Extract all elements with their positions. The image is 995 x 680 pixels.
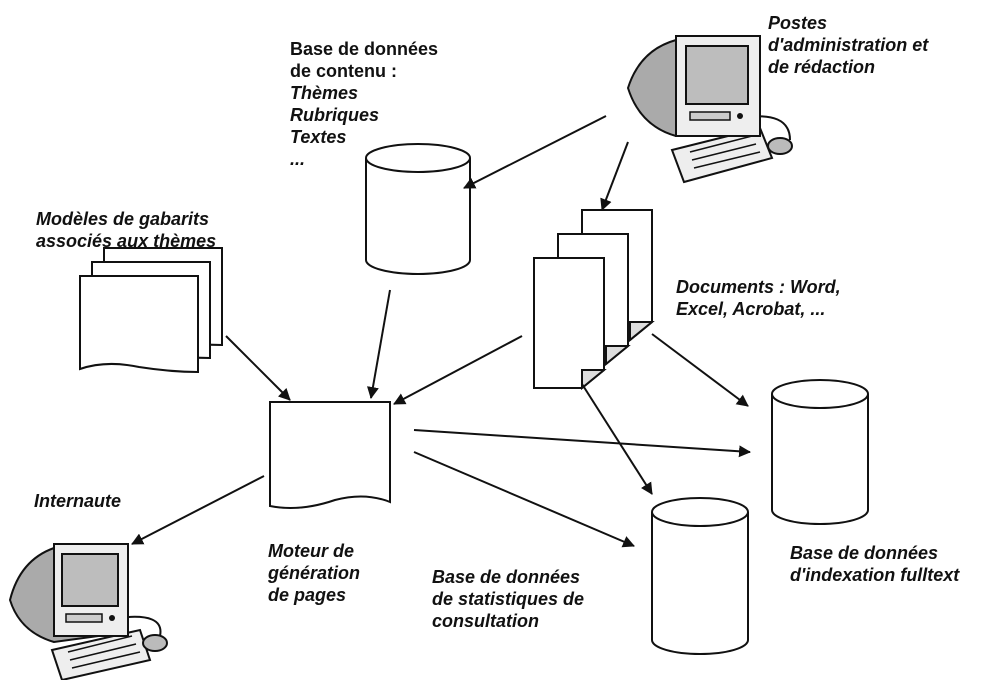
arrow-documents-to-stats-db bbox=[581, 383, 653, 495]
stats-db-line: de statistiques de bbox=[432, 589, 585, 609]
arrow-content-db-to-engine bbox=[366, 289, 391, 399]
documents-line: Excel, Acrobat, ... bbox=[676, 299, 826, 319]
documents-line: Documents : Word, bbox=[676, 277, 841, 297]
content-db-title-line1: Base de données bbox=[290, 39, 439, 59]
engine-line: de pages bbox=[268, 585, 347, 605]
templates-label: Modèles de gabarits associés aux thèmes bbox=[36, 208, 216, 252]
templates-line: Modèles de gabarits bbox=[36, 209, 210, 229]
user-label: Internaute bbox=[34, 490, 121, 512]
admin-computer-icon bbox=[626, 34, 793, 184]
content-db-item: Rubriques bbox=[290, 105, 380, 125]
admin-stations-line: de rédaction bbox=[768, 57, 876, 77]
arrow-documents-to-engine bbox=[393, 335, 523, 405]
stats-db-label: Base de données de statistiques de consu… bbox=[432, 566, 584, 632]
index-db-line: d'indexation fulltext bbox=[790, 565, 960, 585]
documents-stack bbox=[533, 209, 655, 391]
content-db-title-line2: de contenu : bbox=[290, 61, 397, 81]
content-db-item: Thèmes bbox=[290, 83, 359, 103]
documents-label: Documents : Word, Excel, Acrobat, ... bbox=[676, 276, 841, 320]
engine-page bbox=[269, 401, 391, 509]
index-db-line: Base de données bbox=[790, 543, 939, 563]
index-db-label: Base de données d'indexation fulltext bbox=[790, 542, 959, 586]
admin-stations-line: d'administration et bbox=[768, 35, 929, 55]
content-db-item: ... bbox=[290, 149, 306, 169]
arrow-documents-to-index-db bbox=[651, 333, 749, 407]
user-computer-icon bbox=[8, 542, 168, 680]
content-db-item: Textes bbox=[290, 127, 347, 147]
engine-line: génération bbox=[268, 563, 361, 583]
content-db-label: Base de données de contenu : Thèmes Rubr… bbox=[290, 38, 438, 170]
templates-document-stack bbox=[79, 247, 223, 374]
templates-line: associés aux thèmes bbox=[36, 231, 217, 251]
arrow-templates-to-engine bbox=[225, 335, 291, 401]
arrow-engine-to-user bbox=[131, 475, 265, 545]
stats-db-line: Base de données bbox=[432, 567, 581, 587]
arrow-admin-to-content-db bbox=[463, 115, 607, 189]
admin-stations-label: Postes d'administration et de rédaction bbox=[768, 12, 928, 78]
stats-db-cylinder bbox=[651, 497, 749, 655]
arrow-admin-to-documents bbox=[600, 141, 629, 211]
stats-db-line: consultation bbox=[432, 611, 539, 631]
arrow-engine-to-stats-db bbox=[413, 451, 635, 548]
arrow-engine-to-index-db bbox=[413, 429, 751, 458]
content-db-cylinder bbox=[365, 143, 471, 275]
engine-label: Moteur de génération de pages bbox=[268, 540, 360, 606]
engine-line: Moteur de bbox=[268, 541, 355, 561]
user-label-text: Internaute bbox=[34, 491, 122, 511]
admin-stations-line: Postes bbox=[768, 13, 828, 33]
index-db-cylinder bbox=[771, 379, 869, 525]
